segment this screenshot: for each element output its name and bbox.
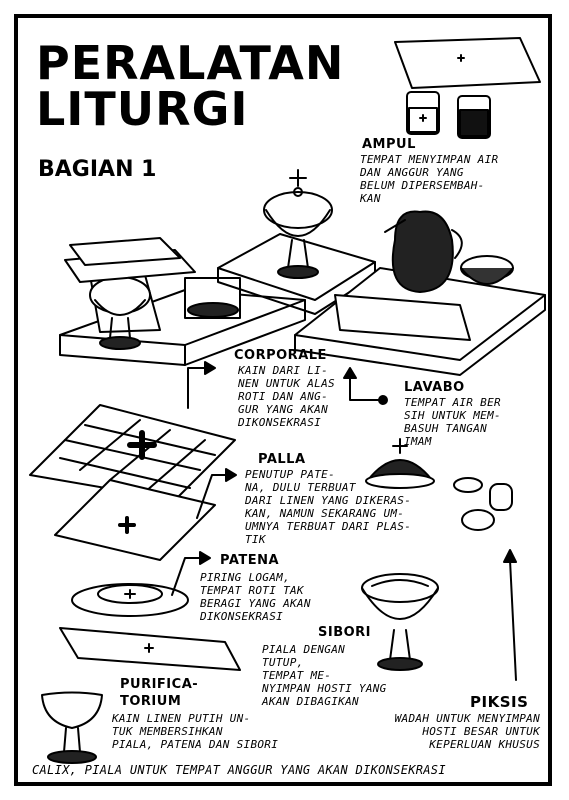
palla-description: PENUTUP PATE- NA, DULU TERBUAT DARI LINE… — [245, 468, 412, 546]
calix-caption: CALIX, PIALA UNTUK TEMPAT ANGGUR YANG AK… — [32, 763, 446, 777]
sibori-platform-drawing — [217, 169, 376, 315]
piksis-description: WADAH UNTUK MENYIMPAN HOSTI BESAR UNTUK … — [394, 712, 540, 751]
patena-plate-drawing — [71, 583, 189, 617]
piksis-drawing — [453, 477, 513, 531]
ampul-description: TEMPAT MENYIMPAN AIR DAN ANGGUR YANG BEL… — [360, 153, 499, 205]
lavabo-platform-drawing — [294, 210, 546, 376]
callout-lines — [171, 361, 517, 681]
patena-description: PIRING LOGAM, TEMPAT ROTI TAK BERAGI YAN… — [200, 571, 311, 623]
page-border — [14, 14, 552, 786]
corporale-description: KAIN DARI LI- NEN UNTUK ALAS ROTI DAN AN… — [238, 364, 335, 429]
sibori-description: PIALA DENGAN TUTUP, TEMPAT ME- NYIMPAN H… — [262, 643, 387, 708]
page-subtitle: BAGIAN 1 — [38, 157, 157, 182]
purificatorium-label-line-2: TORIUM — [120, 694, 182, 709]
patena-label: PATENA — [220, 553, 280, 568]
palla-label: PALLA — [258, 452, 306, 467]
lavabo-description: TEMPAT AIR BER SIH UNTUK MEM- BASUH TANG… — [404, 396, 501, 448]
sibori-label: SIBORI — [318, 625, 372, 640]
purificatorium-cloth-drawing — [59, 627, 241, 671]
ampul-cruets-drawing — [406, 91, 491, 139]
corporale-label: CORPORALE — [234, 348, 327, 363]
page-title-line-2: LITURGI — [36, 82, 249, 136]
lavabo-label: LAVABO — [404, 380, 465, 395]
purificatorium-description: KAIN LINEN PUTIH UN- TUK MEMBERSIHKAN PI… — [112, 712, 279, 751]
palla-card-drawing — [54, 479, 216, 561]
palla-dome-drawing — [365, 438, 435, 489]
ampul-label: AMPUL — [362, 137, 416, 152]
chalice-platform-drawing — [59, 237, 306, 366]
page-title: PERALATAN — [36, 36, 345, 90]
folded-cloth-drawing — [394, 37, 541, 89]
calix-drawing — [41, 691, 103, 764]
piksis-label: PIKSIS — [470, 693, 529, 711]
purificatorium-label: PURIFICA- — [120, 677, 199, 692]
sibori-large-drawing — [361, 573, 439, 671]
